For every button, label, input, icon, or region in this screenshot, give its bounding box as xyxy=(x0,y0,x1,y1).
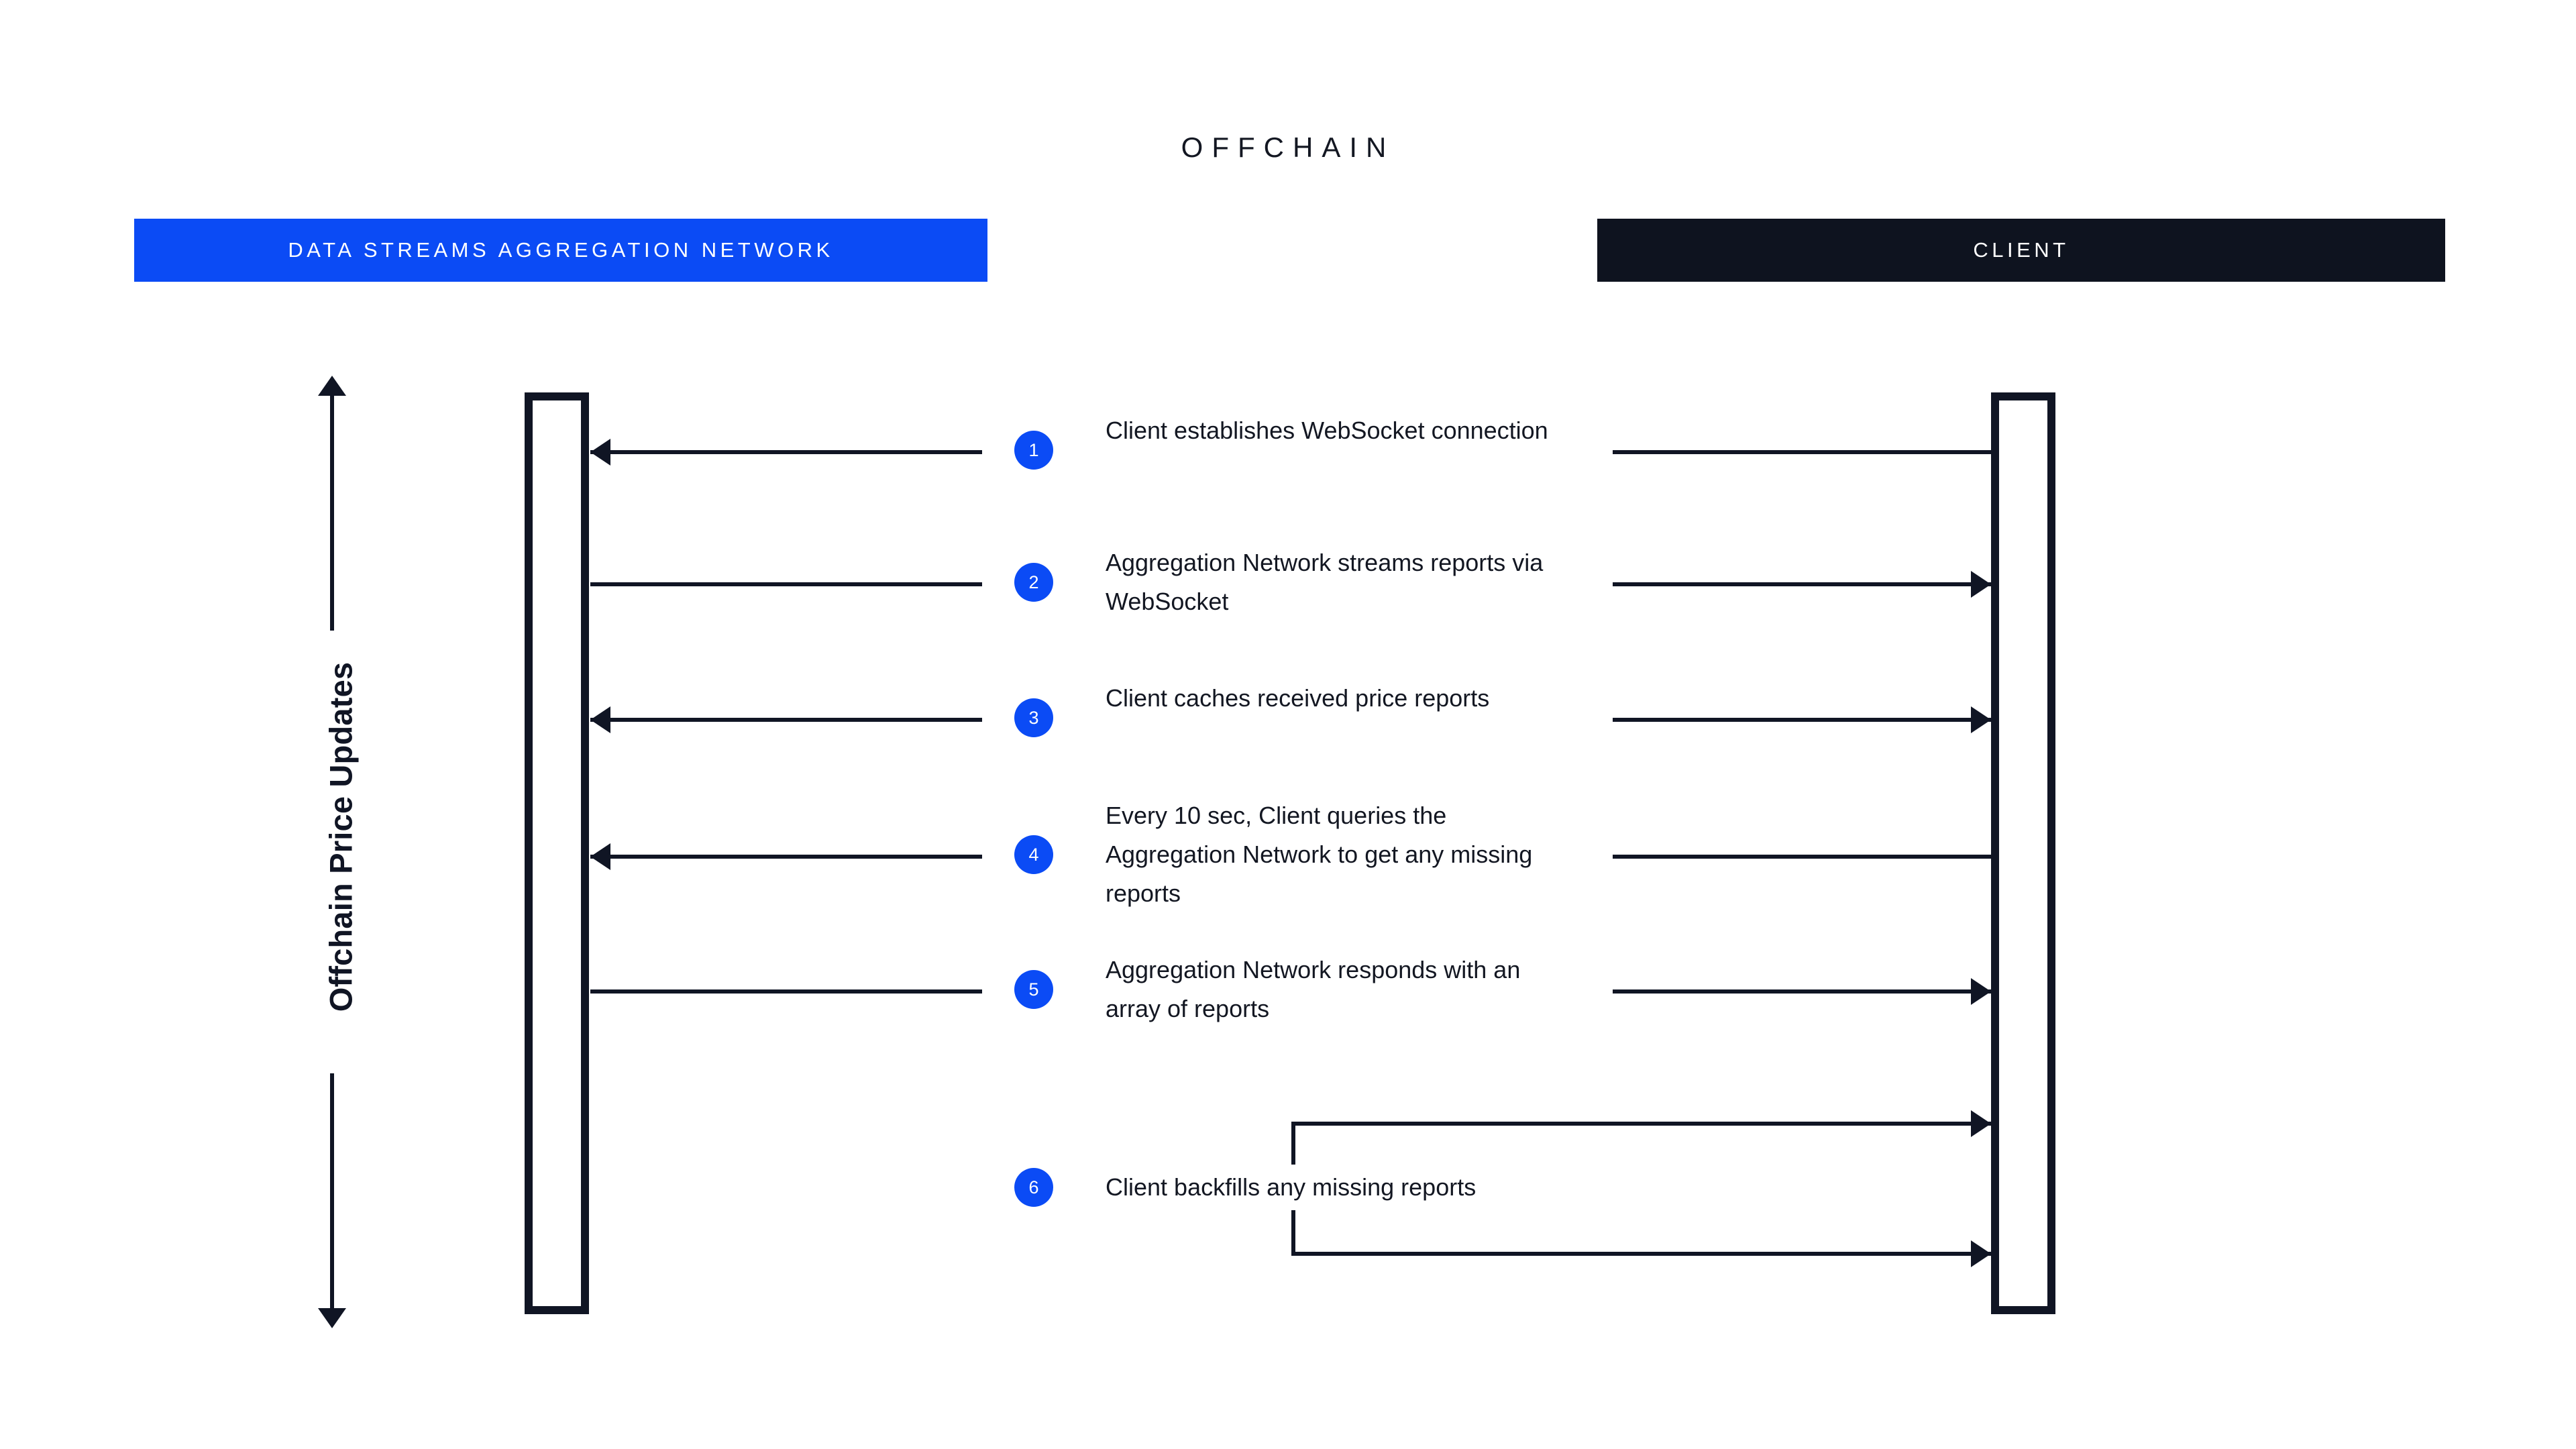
message-line-4-right xyxy=(1613,855,1991,859)
self-loop-bottom-stub xyxy=(1291,1210,1295,1256)
message-line-2-left xyxy=(590,582,982,586)
arrowhead-left-4 xyxy=(590,843,610,870)
self-loop-top-stub xyxy=(1291,1122,1295,1165)
step-badge-2: 2 xyxy=(1014,563,1053,602)
lifeline-client xyxy=(1991,392,2055,1314)
axis-label: Offchain Price Updates xyxy=(323,661,359,1012)
message-line-5-left xyxy=(590,989,982,994)
self-loop-top-line xyxy=(1291,1122,1991,1126)
step-text-5: Aggregation Network responds with an arr… xyxy=(1106,956,1521,1022)
step-badge-1: 1 xyxy=(1014,431,1053,470)
message-line-3-left xyxy=(590,718,982,722)
arrowhead-left-1 xyxy=(590,439,610,466)
arrowhead-left-3 xyxy=(590,706,610,733)
arrow-down-icon xyxy=(318,1308,346,1328)
arrow-up-icon xyxy=(318,376,346,396)
step-text-6: Client backfills any missing reports xyxy=(1106,1173,1477,1201)
offchain-price-updates-axis: Offchain Price Updates xyxy=(301,376,361,1328)
message-line-5-right xyxy=(1613,989,1991,994)
step-text-3: Client caches received price reports xyxy=(1106,684,1490,712)
message-line-4-left xyxy=(590,855,982,859)
message-line-1-right xyxy=(1613,450,1991,454)
lifeline-aggregation-network xyxy=(525,392,589,1314)
page-title: OFFCHAIN xyxy=(1181,131,1395,163)
message-line-1-left xyxy=(590,450,982,454)
arrowhead-right-3 xyxy=(1971,706,1991,733)
step-text-1: Client establishes WebSocket connection xyxy=(1106,417,1548,444)
step-text-2: Aggregation Network streams reports via … xyxy=(1106,549,1544,615)
arrowhead-right-2 xyxy=(1971,571,1991,598)
step-text-4: Every 10 sec, Client queries the Aggrega… xyxy=(1106,802,1533,907)
step-badge-4: 4 xyxy=(1014,835,1053,874)
message-line-3-right xyxy=(1613,718,1991,722)
step-badge-5: 5 xyxy=(1014,970,1053,1009)
arrowhead-right-6-bottom xyxy=(1971,1240,1991,1267)
arrowhead-right-5 xyxy=(1971,978,1991,1005)
step-badge-6: 6 xyxy=(1014,1168,1053,1207)
axis-label-backdrop xyxy=(306,631,358,1073)
message-line-2-right xyxy=(1613,582,1991,586)
step-badge-3: 3 xyxy=(1014,698,1053,737)
actor-header-aggregation-network: DATA STREAMS AGGREGATION NETWORK xyxy=(134,219,987,282)
arrowhead-right-6-top xyxy=(1971,1110,1991,1137)
self-loop-bottom-line xyxy=(1291,1252,1991,1256)
actor-header-client: CLIENT xyxy=(1597,219,2445,282)
